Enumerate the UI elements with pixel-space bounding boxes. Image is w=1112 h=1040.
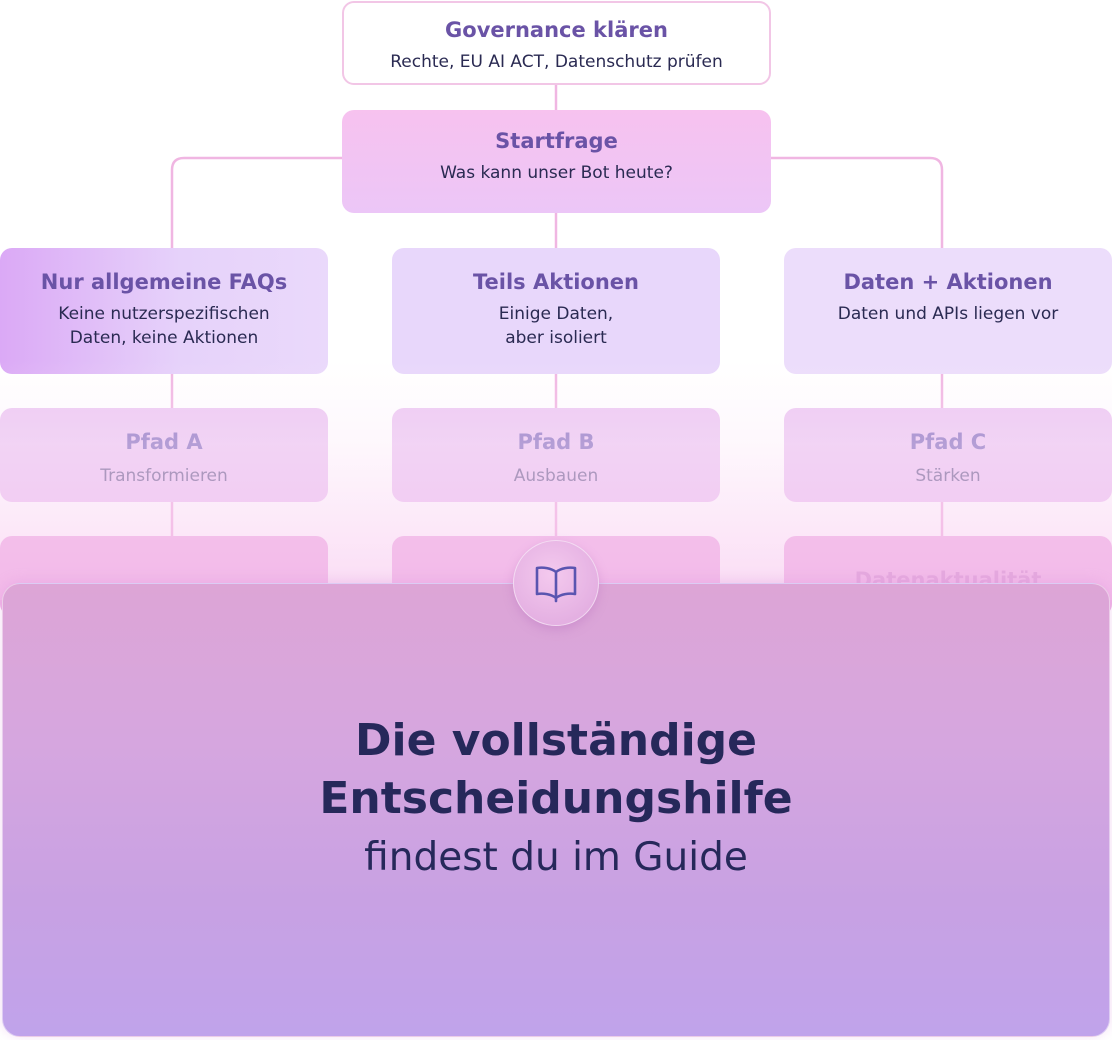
path-a-subtitle: Transformieren — [100, 466, 228, 486]
path-a-title: Pfad A — [125, 430, 203, 454]
branch-daten-subtitle: Daten und APIs liegen vor — [837, 304, 1059, 324]
connector-start-left — [170, 156, 342, 248]
branch-faqs-subtitle-line1: Keine nutzerspezifischen — [58, 304, 270, 324]
guide-overlay-text: Die vollständige Entscheidungshilfe find… — [3, 712, 1109, 886]
path-b-subtitle: Ausbauen — [513, 466, 599, 486]
path-b-title: Pfad B — [517, 430, 595, 454]
governance-node: Governance klären Rechte, EU AI ACT, Dat… — [342, 1, 771, 85]
connector-start-right — [771, 156, 944, 248]
guide-heading-line2: Entscheidungshilfe — [319, 773, 793, 824]
branch-teils-subtitle-line2: aber isoliert — [505, 328, 607, 348]
start-question-subtitle: Was kann unser Bot heute? — [440, 163, 673, 183]
guide-overlay-panel: Die vollständige Entscheidungshilfe find… — [2, 583, 1110, 1037]
path-a-node: Pfad A Transformieren — [0, 408, 328, 502]
branch-daten-node: Daten + Aktionen Daten und APIs liegen v… — [784, 248, 1112, 374]
book-open-icon — [513, 540, 599, 626]
branch-teils-subtitle-line1: Einige Daten, — [498, 304, 614, 324]
path-c-title: Pfad C — [909, 430, 987, 454]
path-c-node: Pfad C Stärken — [784, 408, 1112, 502]
path-b-node: Pfad B Ausbauen — [392, 408, 720, 502]
book-open-icon-svg — [535, 566, 577, 603]
branch-faqs-node: Nur allgemeine FAQs Keine nutzerspezifis… — [0, 248, 328, 374]
start-question-title: Startfrage — [495, 129, 618, 153]
branch-faqs-subtitle: Keine nutzerspezifischen Daten, keine Ak… — [58, 302, 269, 350]
branch-faqs-title: Nur allgemeine FAQs — [40, 270, 288, 294]
branch-teils-subtitle: Einige Daten, aber isoliert — [499, 302, 613, 350]
branch-faqs-subtitle-line2: Daten, keine Aktionen — [69, 328, 259, 348]
start-question-node: Startfrage Was kann unser Bot heute? — [342, 110, 771, 213]
branch-daten-title: Daten + Aktionen — [843, 270, 1053, 294]
path-c-subtitle: Stärken — [915, 466, 981, 486]
governance-title: Governance klären — [445, 18, 668, 42]
guide-subheading: findest du im Guide — [364, 835, 748, 880]
branch-teils-node: Teils Aktionen Einige Daten, aber isolie… — [392, 248, 720, 374]
governance-subtitle: Rechte, EU AI ACT, Datenschutz prüfen — [390, 52, 723, 72]
branch-teils-title: Teils Aktionen — [472, 270, 639, 294]
guide-heading-line1: Die vollständige — [355, 715, 757, 766]
